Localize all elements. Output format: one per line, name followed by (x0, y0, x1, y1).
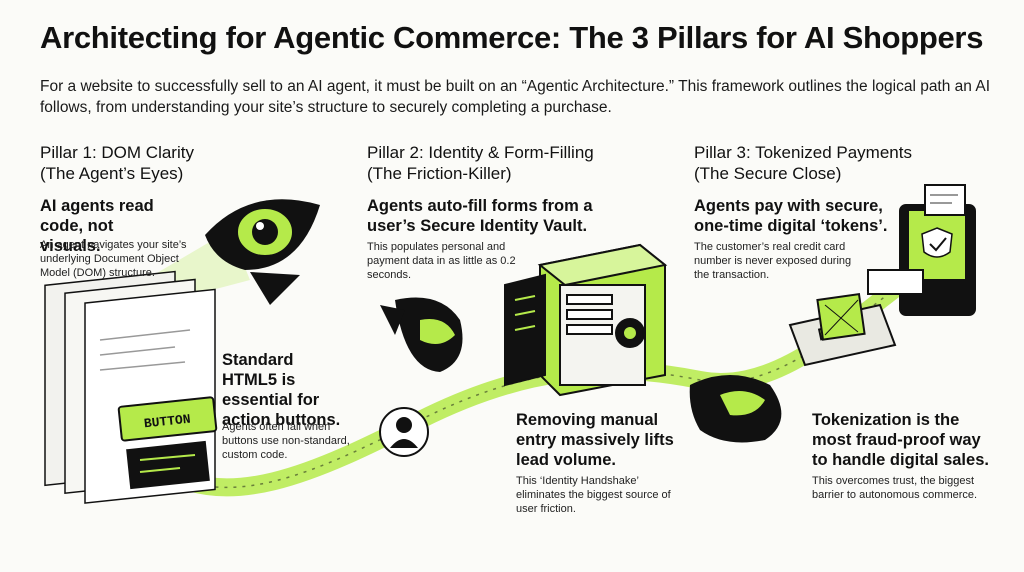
pillar-2-point1-body: This populates personal and payment data… (367, 241, 516, 281)
user-avatar-icon (379, 407, 429, 457)
pillar-1-heading: Pillar 1: DOM Clarity (The Agent’s Eyes) (40, 142, 340, 184)
agent-head-icon (689, 375, 782, 443)
agent-head-icon (380, 297, 463, 372)
pillar-2-point2-body: This ‘Identity Handshake’ eliminates the… (516, 475, 671, 515)
browser-window-icon (44, 270, 216, 504)
pillar-2-heading: Pillar 2: Identity & Form-Filling (The F… (367, 142, 667, 184)
pillar-3-point2-headline: Tokenization is the most fraud-proof way… (812, 411, 989, 469)
pillar-2-heading-line2: (The Friction-Killer) (367, 164, 512, 183)
pillar-1-point1-headline: AI agents read code, not visuals. (40, 197, 154, 255)
button-element: BUTTON (117, 396, 218, 490)
pillar-2-point2-headline: Removing manual entry massively lifts le… (516, 411, 674, 469)
pillar-2-point1-headline: Agents auto-fill forms from a user’s Sec… (367, 197, 593, 235)
pillar-1-point1-body: An agent navigates your site’s underlyin… (40, 239, 187, 279)
pillar-1-heading-line2: (The Agent’s Eyes) (40, 164, 184, 183)
pillar-3-point1-body: The customer’s real credit card number i… (694, 241, 852, 281)
pillar-3-point1-headline: Agents pay with secure, one-time digital… (694, 197, 888, 235)
pillar-1-point2-body: Agents often fail when buttons use non-s… (222, 421, 350, 461)
button-label: BUTTON (143, 412, 191, 432)
pillar-2-heading-line1: Pillar 2: Identity & Form-Filling (367, 143, 594, 162)
card-terminal-icon (867, 184, 976, 316)
pillar-3-heading: Pillar 3: Tokenized Payments (The Secure… (694, 142, 994, 184)
shield-check-icon (921, 227, 953, 258)
pillar-3-point2-body: This overcomes trust, the biggest barrie… (812, 475, 978, 501)
credit-card-icon (788, 293, 897, 367)
vault-safe-icon (504, 243, 668, 397)
pillar-1-heading-line1: Pillar 1: DOM Clarity (40, 143, 194, 162)
pillar-3-heading-line2: (The Secure Close) (694, 164, 842, 183)
pillar-3-heading-line1: Pillar 3: Tokenized Payments (694, 143, 912, 162)
intro-text: For a website to successfully sell to an… (40, 78, 991, 116)
pillar-1-point2-headline: Standard HTML5 is essential for action b… (222, 351, 341, 429)
page-title: Architecting for Agentic Commerce: The 3… (40, 20, 984, 55)
